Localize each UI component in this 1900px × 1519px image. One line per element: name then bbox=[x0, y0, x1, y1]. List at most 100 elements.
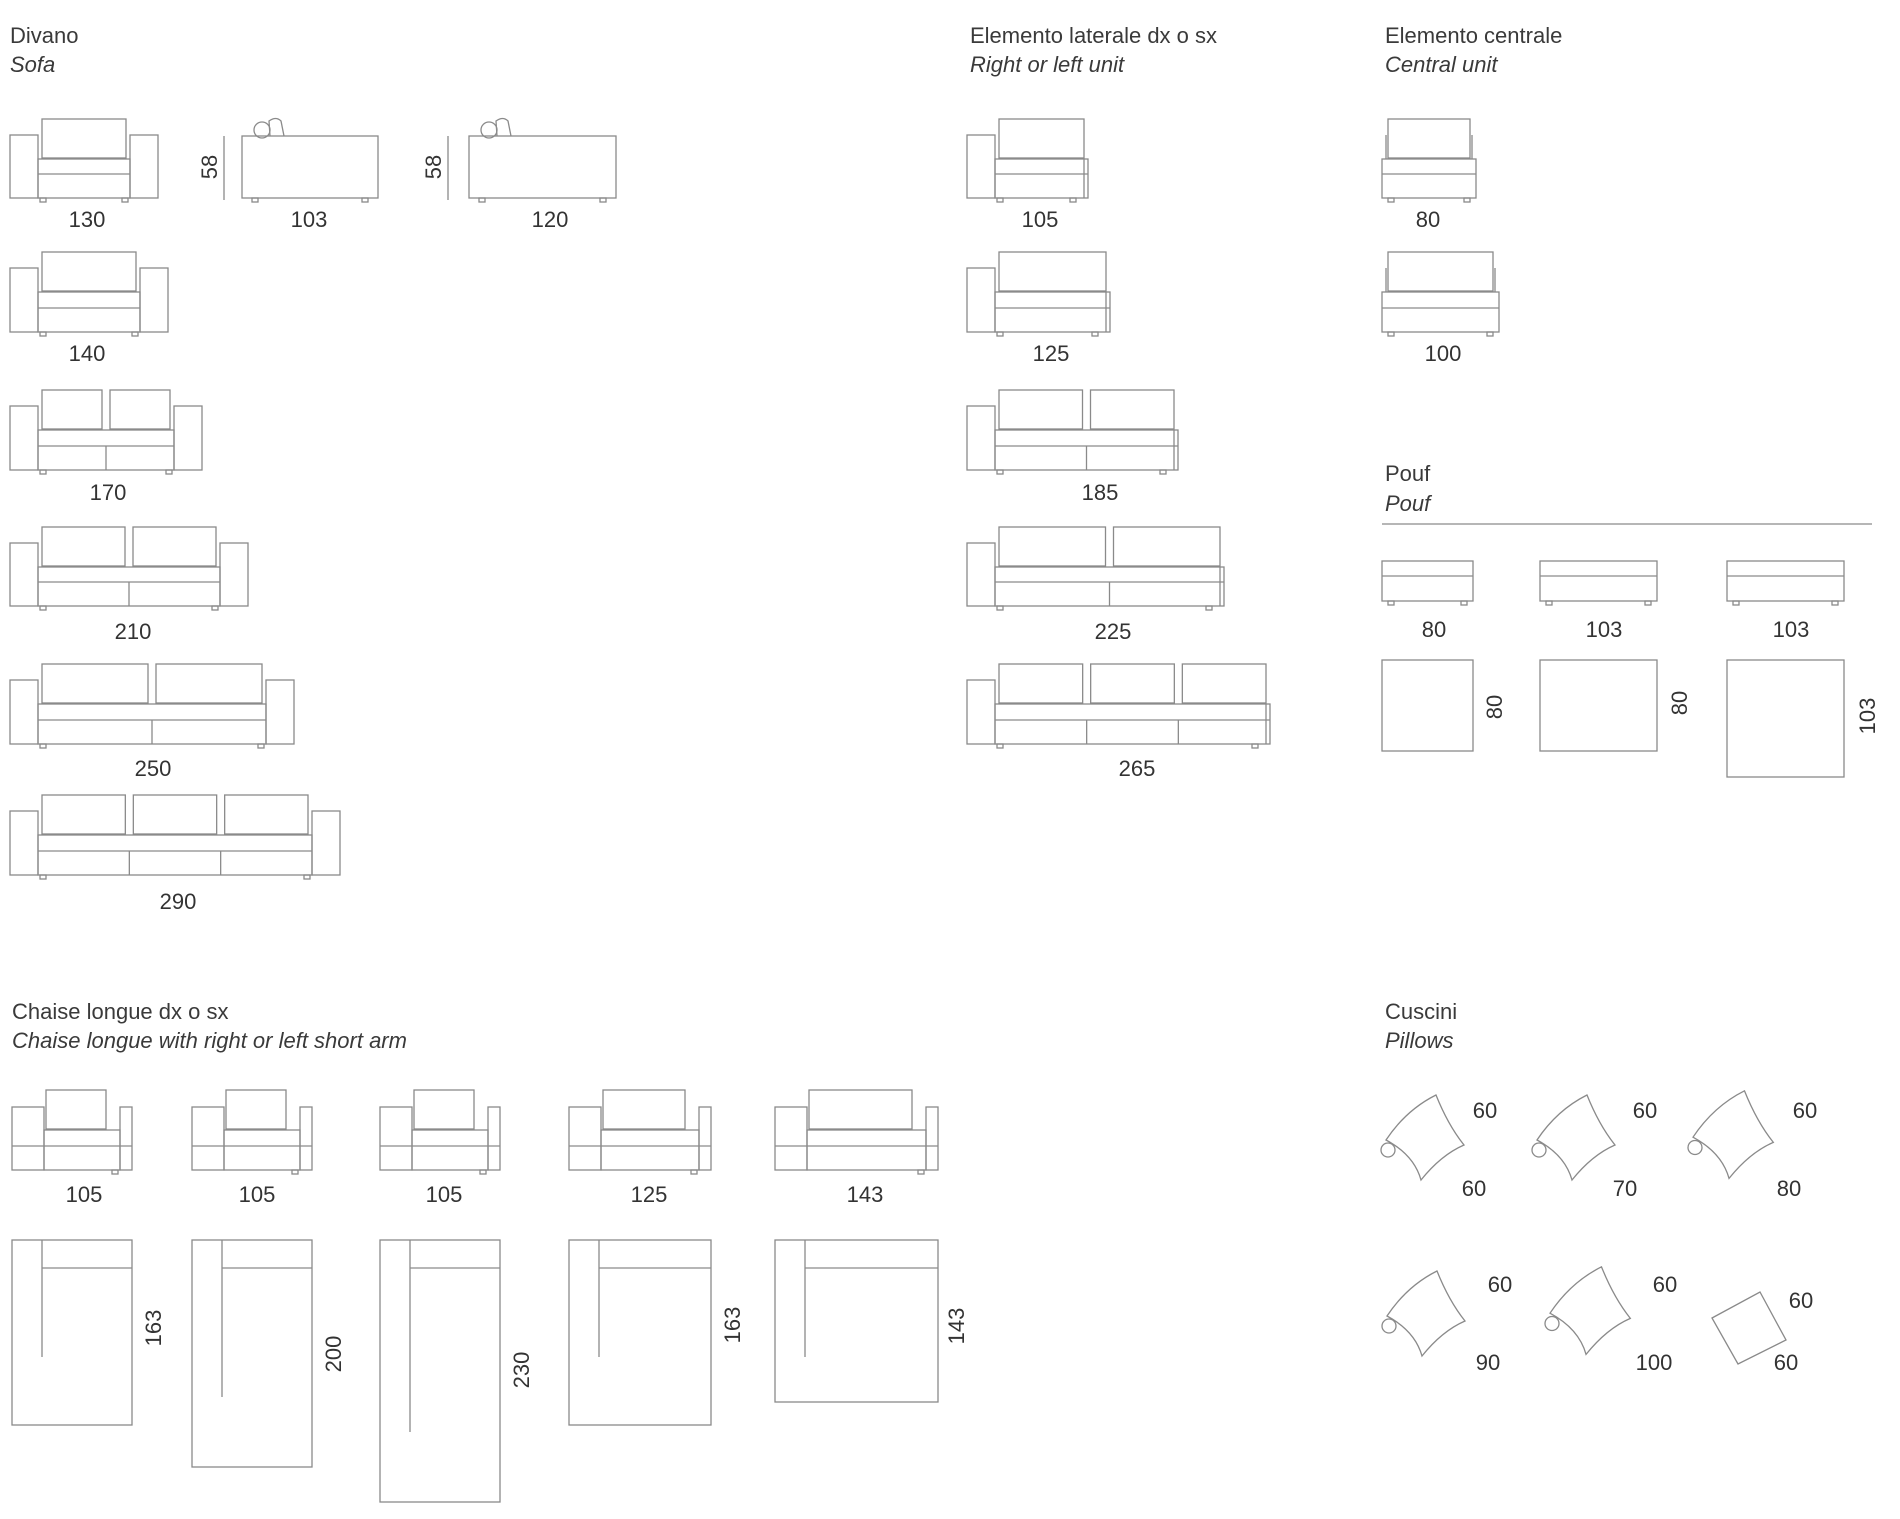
pillow-side-label: 60 bbox=[1792, 1098, 1818, 1123]
chaise-front-view bbox=[379, 1089, 501, 1175]
lateral-unit-front-view bbox=[966, 663, 1271, 749]
sofa-width-label: 130 bbox=[68, 207, 106, 232]
central-width-label: 80 bbox=[1415, 207, 1441, 232]
pillow-side-label: 60 bbox=[1461, 1176, 1487, 1201]
back-cushion bbox=[41, 251, 137, 292]
left-arm bbox=[9, 267, 39, 333]
back-cushion bbox=[41, 389, 103, 430]
pillow-drawing bbox=[1531, 1094, 1617, 1182]
pouf-front-view bbox=[1726, 560, 1845, 606]
chaise-width-label: 105 bbox=[238, 1182, 276, 1207]
sofa-depth-label: 103 bbox=[290, 207, 328, 232]
foot bbox=[39, 605, 47, 611]
central-unit-drawings bbox=[1381, 118, 1500, 337]
side-body bbox=[468, 135, 617, 199]
pillows-title: Cuscini bbox=[1385, 999, 1458, 1024]
pillow-side-label: 70 bbox=[1612, 1176, 1638, 1201]
pillows-subtitle: Pillows bbox=[1385, 1028, 1454, 1053]
back-cushion bbox=[998, 251, 1107, 292]
pillow-drawing bbox=[1381, 1270, 1467, 1358]
foot bbox=[1091, 331, 1099, 337]
arm bbox=[966, 405, 996, 471]
seat bbox=[994, 291, 1111, 333]
back-pillow bbox=[495, 117, 512, 137]
chaise-title: Chaise longue dx o sx bbox=[12, 999, 229, 1024]
seat bbox=[37, 291, 141, 333]
back-cushion bbox=[1089, 389, 1175, 430]
left-arm bbox=[9, 542, 39, 607]
foot bbox=[478, 197, 486, 203]
back-cushion bbox=[808, 1089, 913, 1130]
lateral-width-label: 265 bbox=[1118, 756, 1156, 781]
short-arm bbox=[191, 1106, 225, 1171]
pouf-depth-label: 103 bbox=[1855, 697, 1880, 735]
foot bbox=[1205, 605, 1213, 611]
lateral-subtitle: Right or left unit bbox=[970, 52, 1125, 77]
pouf-depth-label: 80 bbox=[1667, 690, 1692, 716]
foot bbox=[1463, 197, 1471, 203]
sofa-height-label: 58 bbox=[197, 154, 222, 180]
foot bbox=[39, 874, 47, 880]
right-arm bbox=[219, 542, 249, 607]
chaise-outline bbox=[568, 1239, 712, 1426]
foot bbox=[1387, 600, 1395, 606]
pillow-roll bbox=[1381, 1318, 1397, 1334]
foot bbox=[1159, 469, 1167, 475]
foot bbox=[1545, 600, 1553, 606]
back-cushion bbox=[41, 794, 126, 835]
back-pillow bbox=[268, 117, 285, 137]
foot bbox=[1460, 600, 1468, 606]
foot bbox=[1251, 743, 1259, 749]
sofa-front-view bbox=[9, 794, 341, 880]
pillow-roll bbox=[1380, 1142, 1396, 1158]
short-arm bbox=[379, 1106, 413, 1171]
foot bbox=[121, 197, 129, 203]
pillow-outline bbox=[1549, 1265, 1632, 1356]
sofa-front-view bbox=[9, 118, 159, 203]
chaise-outline bbox=[11, 1239, 133, 1426]
pouf-width-label: 103 bbox=[1585, 617, 1623, 642]
sofa-front-view bbox=[9, 251, 169, 337]
seat bbox=[994, 703, 1271, 745]
pillow-side-label: 60 bbox=[1472, 1098, 1498, 1123]
pillow-drawing bbox=[1687, 1089, 1775, 1180]
chaise-top-view bbox=[568, 1239, 712, 1426]
pillow-side-label: 90 bbox=[1475, 1350, 1501, 1375]
right-arm bbox=[129, 134, 159, 199]
chaise-depth-label: 163 bbox=[720, 1306, 745, 1344]
back-cushion bbox=[45, 1089, 107, 1130]
arm bbox=[925, 1106, 939, 1171]
pillow-outline bbox=[1692, 1089, 1775, 1180]
pillow-roll bbox=[1687, 1139, 1703, 1156]
sofa-subtitle: Sofa bbox=[10, 52, 56, 77]
pouf-width-label: 80 bbox=[1421, 617, 1447, 642]
pouf-front-view bbox=[1381, 560, 1474, 606]
pillow-side-label: 60 bbox=[1652, 1272, 1678, 1297]
chaise-top-view bbox=[774, 1239, 939, 1403]
seat bbox=[37, 158, 131, 199]
lateral-unit-front-view bbox=[966, 526, 1225, 611]
chaise-depth-label: 230 bbox=[509, 1351, 534, 1389]
pouf-front-view bbox=[1539, 560, 1658, 606]
sofa-width-label: 170 bbox=[89, 480, 127, 505]
foot bbox=[599, 197, 607, 203]
foot bbox=[39, 469, 47, 475]
pillow-outline bbox=[1536, 1094, 1617, 1182]
arm bbox=[966, 542, 996, 607]
foot bbox=[1387, 197, 1395, 203]
pouf-width-label: 103 bbox=[1772, 617, 1810, 642]
pouf-body bbox=[1381, 560, 1474, 602]
seat bbox=[1381, 291, 1500, 333]
lateral-width-label: 105 bbox=[1021, 207, 1059, 232]
sofa-width-label: 250 bbox=[134, 756, 172, 781]
pouf-top-view bbox=[1381, 659, 1474, 752]
back-cushion bbox=[998, 118, 1085, 159]
back-cushion bbox=[998, 663, 1084, 704]
foot bbox=[996, 331, 1004, 337]
chaise-subtitle: Chaise longue with right or left short a… bbox=[12, 1028, 407, 1053]
left-arm bbox=[9, 405, 39, 471]
seat bbox=[994, 158, 1089, 199]
sofa-front-view bbox=[9, 663, 295, 749]
lateral-width-label: 185 bbox=[1081, 480, 1119, 505]
back-cushion bbox=[998, 526, 1107, 567]
